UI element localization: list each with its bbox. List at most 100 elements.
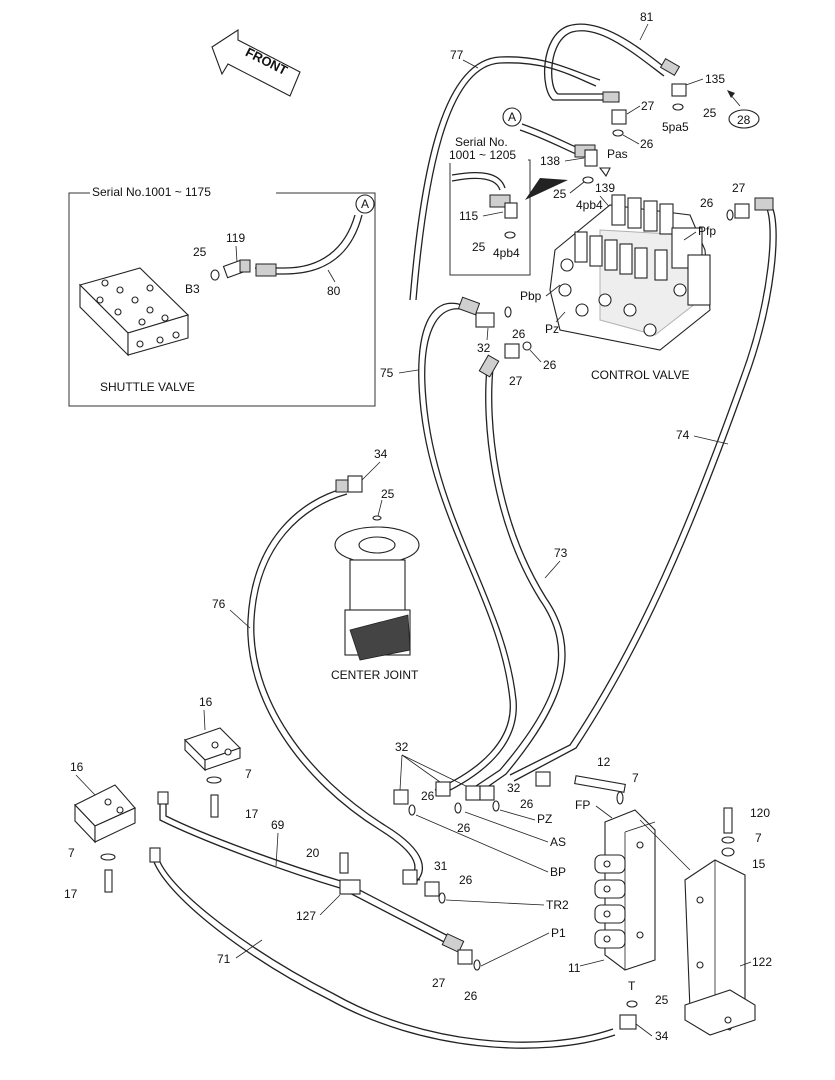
part-label-119: 119 (226, 231, 245, 245)
hose-69 (159, 804, 451, 946)
part-label-122: 122 (752, 955, 772, 969)
hose-80 (255, 214, 356, 269)
part-label-27: 27 (641, 99, 655, 113)
part-label-25: 25 (655, 993, 669, 1007)
part-label-138: 138 (540, 154, 560, 168)
port-pz2: PZ (537, 812, 552, 826)
control-valve (549, 194, 711, 351)
front-arrow: FRONT (211, 28, 301, 97)
part-label-16: 16 (199, 695, 213, 709)
port-pfp: Pfp (698, 224, 716, 238)
port-bp: BP (550, 865, 566, 879)
port-tr2: TR2 (546, 898, 569, 912)
part-label-139: 139 (595, 181, 615, 195)
part-label-73: 73 (554, 546, 568, 560)
port-pas: Pas (607, 147, 628, 161)
ref-a-inset-label: A (361, 197, 369, 211)
part-label-27: 27 (432, 976, 446, 990)
part-label-81: 81 (640, 10, 654, 24)
part-label-17: 17 (245, 807, 259, 821)
hose-71 (153, 861, 616, 1049)
part-label-31: 31 (434, 859, 448, 873)
shuttle-valve-block (78, 267, 190, 357)
hose-76 (247, 487, 416, 881)
manifold-block (594, 809, 656, 971)
ref-a-label: A (508, 110, 516, 124)
part-label-25: 25 (703, 106, 717, 120)
hose-81 (544, 23, 669, 101)
hose-74 (509, 204, 771, 776)
part-label-32: 32 (395, 740, 409, 754)
port-p1: P1 (551, 926, 566, 940)
serial-inset: Serial No. 1001 ~ 1205 115 25 4pb4 (448, 133, 568, 276)
long-hoses: 75 73 74 76 34 (212, 197, 777, 885)
part-label-26: 26 (464, 989, 478, 1003)
part-label-115: 115 (459, 209, 478, 223)
part-label-26: 26 (700, 196, 714, 210)
part-label-77: 77 (450, 48, 464, 62)
bracket-122 (639, 819, 756, 1036)
port-as: AS (550, 835, 566, 849)
center-joint-label: CENTER JOINT (331, 668, 419, 682)
part-label-26: 26 (640, 137, 654, 151)
part-label-12: 12 (597, 755, 611, 769)
part-label-76: 76 (212, 597, 226, 611)
control-valve-label: CONTROL VALVE (591, 368, 689, 382)
shuttle-valve-label: SHUTTLE VALVE (100, 380, 195, 394)
part-label-27: 27 (732, 181, 746, 195)
part-label-26: 26 (512, 327, 526, 341)
part-label-75: 75 (380, 366, 394, 380)
part-label-7: 7 (68, 846, 75, 860)
ref-a-inset (355, 194, 375, 214)
port-pz: Pz (545, 322, 559, 336)
part-label-80: 80 (327, 284, 341, 298)
part-label-71: 71 (217, 952, 231, 966)
port-4pb4: 4pb4 (576, 198, 603, 212)
lower-left-assembly: 16 16 7 17 7 17 69 71 20 127 (64, 695, 616, 1049)
part-label-26: 26 (520, 797, 534, 811)
port-pbp: Pbp (520, 289, 542, 303)
part-label-7: 7 (632, 771, 639, 785)
part-label-69: 69 (271, 818, 285, 832)
ref-28-label: 28 (737, 113, 751, 127)
port-b3: B3 (185, 282, 200, 296)
part-label-11: 11 (568, 961, 581, 975)
part-label-120: 120 (750, 806, 770, 820)
serial-no-label: Serial No. (455, 135, 508, 149)
port-fp: FP (575, 798, 590, 812)
part-label-25: 25 (381, 487, 395, 501)
serial-range-label: 1001 ~ 1205 (449, 148, 516, 162)
part-label-17: 17 (64, 887, 78, 901)
o-ring-25 (210, 269, 220, 281)
part-label-34: 34 (655, 1029, 669, 1043)
part-label-127: 127 (296, 909, 316, 923)
part-label-15: 15 (752, 857, 766, 871)
port-5pa5: 5pa5 (662, 120, 689, 134)
part-label-34: 34 (374, 447, 388, 461)
port-t: T (628, 979, 636, 993)
ref-a (502, 107, 522, 127)
hose-77 (409, 56, 601, 301)
part-label-135: 135 (705, 72, 725, 86)
center-joint (334, 515, 420, 661)
part-label-16: 16 (70, 760, 84, 774)
ref-28 (728, 109, 760, 129)
part-label-26: 26 (543, 358, 557, 372)
part-label-25: 25 (472, 240, 486, 254)
part-label-7: 7 (755, 831, 762, 845)
part-label-25: 25 (553, 187, 567, 201)
port-leaders: FP PZ AS BP TR2 P1 T (415, 798, 636, 993)
part-label-32: 32 (477, 341, 491, 355)
fittings-cluster: 32 26 26 32 26 31 26 27 26 (393, 740, 551, 1003)
elbow-fitting-119 (222, 259, 251, 279)
part-label-7: 7 (245, 767, 252, 781)
part-label-74: 74 (676, 428, 690, 442)
inset-serial-label: Serial No.1001 ~ 1175 (92, 185, 211, 199)
shuttle-valve-inset: Serial No.1001 ~ 1175 B3 25 119 A 80 (68, 185, 376, 407)
part-label-32: 32 (507, 781, 521, 795)
part-label-26: 26 (457, 821, 471, 835)
part-label-25: 25 (193, 245, 207, 259)
upper-hoses: 81 77 135 25 5pa5 28 27 26 Pas A 138 (409, 10, 760, 301)
hose-75 (418, 302, 511, 791)
